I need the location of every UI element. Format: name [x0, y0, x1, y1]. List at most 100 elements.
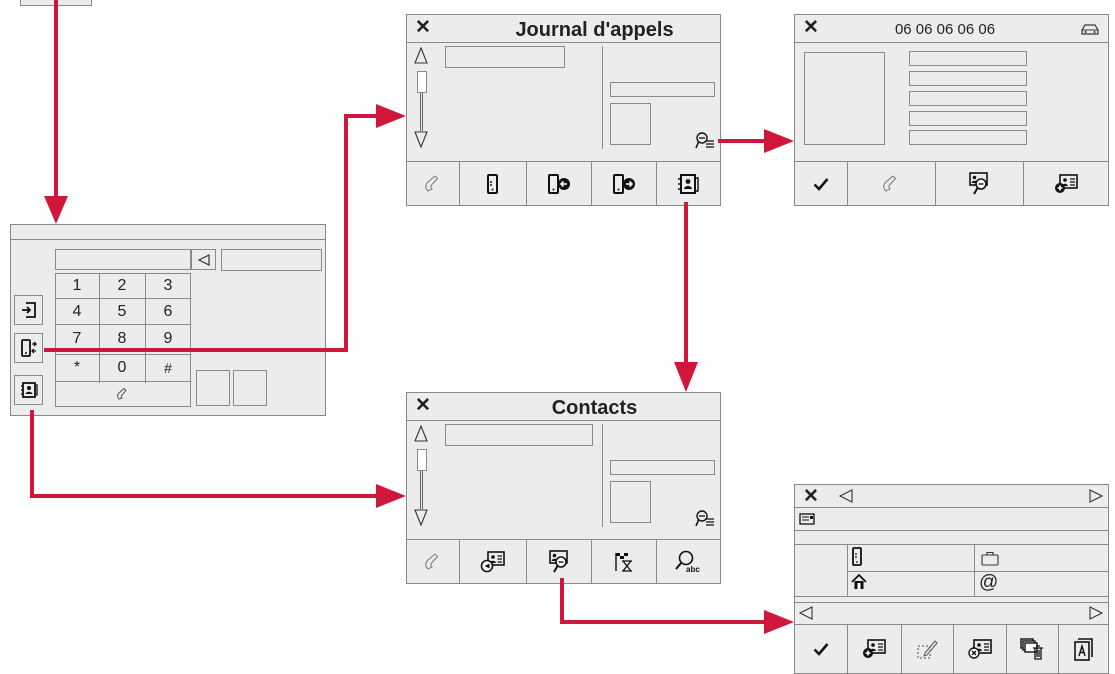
keypad-option-box-2[interactable] — [233, 370, 267, 406]
transfer-button[interactable] — [14, 333, 43, 363]
contact-search-icon — [548, 549, 568, 573]
next-contact-icon[interactable] — [1089, 489, 1103, 503]
keypad-screen: 1 2 3 4 5 6 7 8 9 * 0 # — [10, 224, 326, 416]
search-list-icon[interactable] — [695, 131, 715, 151]
contacts-title: Contacts — [551, 397, 638, 419]
detail-search-contact-button[interactable] — [935, 162, 1023, 205]
svg-text:abc: abc — [686, 565, 700, 574]
add-contact-icon — [863, 639, 886, 658]
key-1[interactable]: 1 — [72, 277, 82, 294]
arrowhead-call-log — [376, 104, 406, 128]
detail-field-3 — [909, 91, 1027, 106]
send-contact-button[interactable] — [459, 540, 526, 583]
contacts-screen: ✕ Contacts abc — [406, 392, 721, 584]
call-log-info-field — [610, 82, 715, 97]
detail-add-contact-button[interactable] — [1023, 162, 1108, 205]
email-symbol: @ — [979, 572, 999, 593]
login-button[interactable] — [14, 295, 43, 325]
number-entry-field[interactable] — [55, 249, 191, 270]
handset-icon — [425, 174, 439, 192]
delete-contact-icon — [967, 639, 992, 659]
delete-all-icon — [1020, 638, 1043, 660]
card-confirm-button[interactable] — [795, 625, 847, 673]
card-edit-button[interactable] — [901, 625, 953, 673]
card-font-button[interactable] — [1058, 625, 1108, 673]
call-log-call-button[interactable] — [407, 162, 459, 205]
keypad-side-field — [221, 249, 322, 271]
keypad-option-box-1[interactable] — [196, 370, 230, 406]
caller-photo-box — [804, 52, 885, 145]
close-icon[interactable]: ✕ — [803, 17, 819, 38]
contacts-call-button[interactable] — [407, 540, 459, 583]
edit-icon — [917, 640, 938, 659]
contacts-info-field — [610, 460, 715, 475]
key-hash[interactable]: # — [164, 360, 172, 376]
scrollbar-thumb[interactable] — [417, 71, 427, 93]
check-icon — [813, 643, 829, 656]
call-log-title: Journal d'appels — [515, 19, 674, 41]
arrow-keypad-to-contacts — [30, 410, 378, 498]
font-icon — [1074, 638, 1093, 661]
scroll-up-icon[interactable] — [414, 47, 428, 64]
arrowhead-card — [764, 610, 794, 634]
scroll-down-icon[interactable] — [414, 509, 428, 526]
key-7[interactable]: 7 — [72, 330, 82, 347]
close-icon[interactable]: ✕ — [415, 17, 431, 38]
card-delete-all-button[interactable] — [1006, 625, 1058, 673]
key-2[interactable]: 2 — [117, 277, 127, 294]
missed-calls-button[interactable] — [459, 162, 526, 205]
detail-field-2 — [909, 71, 1027, 86]
previous-field-icon[interactable] — [799, 606, 813, 620]
hourglass-icon — [614, 552, 632, 572]
call-log-search-field[interactable] — [445, 46, 565, 68]
contacts-book-button[interactable] — [14, 375, 43, 405]
check-icon — [813, 177, 829, 191]
key-6[interactable]: 6 — [163, 303, 173, 320]
incoming-calls-button[interactable] — [526, 162, 591, 205]
car-icon — [1081, 24, 1099, 35]
key-3[interactable]: 3 — [163, 277, 173, 294]
scrollbar-track[interactable] — [420, 93, 423, 131]
key-0[interactable]: 0 — [117, 359, 127, 376]
key-9[interactable]: 9 — [163, 330, 173, 347]
login-icon — [21, 302, 36, 318]
arrowhead-keypad — [44, 196, 68, 224]
contacts-button[interactable] — [656, 162, 720, 205]
arrow-contacts-to-card — [560, 578, 766, 624]
confirm-button[interactable] — [795, 162, 847, 205]
contacts-photo-box — [610, 481, 651, 523]
caller-number: 06 06 06 06 06 — [894, 21, 996, 38]
contacts-search-field[interactable] — [445, 424, 593, 446]
arrowhead-detail — [764, 129, 794, 153]
key-5[interactable]: 5 — [117, 303, 127, 320]
mobile-phone-icon — [852, 547, 862, 566]
backspace-button[interactable] — [191, 249, 216, 270]
next-field-icon[interactable] — [1089, 606, 1103, 620]
card-delete-contact-button[interactable] — [953, 625, 1006, 673]
card-add-contact-button[interactable] — [847, 625, 901, 673]
detail-field-4 — [909, 111, 1027, 126]
contacts-book-icon — [678, 173, 699, 194]
detail-call-button[interactable] — [847, 162, 935, 205]
contacts-alpha-search-button[interactable]: abc — [656, 540, 720, 583]
keypad-call-button[interactable] — [55, 382, 191, 406]
arrowhead-contacts-down — [674, 362, 698, 392]
contacts-search-contact-button[interactable] — [526, 540, 591, 583]
call-log-screen: ✕ Journal d'appels — [406, 14, 721, 206]
outgoing-calls-button[interactable] — [591, 162, 656, 205]
scrollbar-track[interactable] — [420, 471, 423, 509]
close-icon[interactable]: ✕ — [803, 486, 819, 507]
key-4[interactable]: 4 — [72, 303, 82, 320]
contact-search-icon — [969, 171, 988, 195]
scroll-up-icon[interactable] — [414, 425, 428, 442]
previous-contact-icon[interactable] — [839, 489, 853, 503]
key-star[interactable]: * — [73, 359, 81, 376]
key-8[interactable]: 8 — [117, 330, 127, 347]
search-list-icon[interactable] — [695, 509, 715, 529]
scrollbar-thumb[interactable] — [417, 449, 427, 471]
contacts-status-button[interactable] — [591, 540, 656, 583]
briefcase-icon — [981, 551, 999, 566]
close-icon[interactable]: ✕ — [415, 395, 431, 416]
scroll-down-icon[interactable] — [414, 131, 428, 148]
